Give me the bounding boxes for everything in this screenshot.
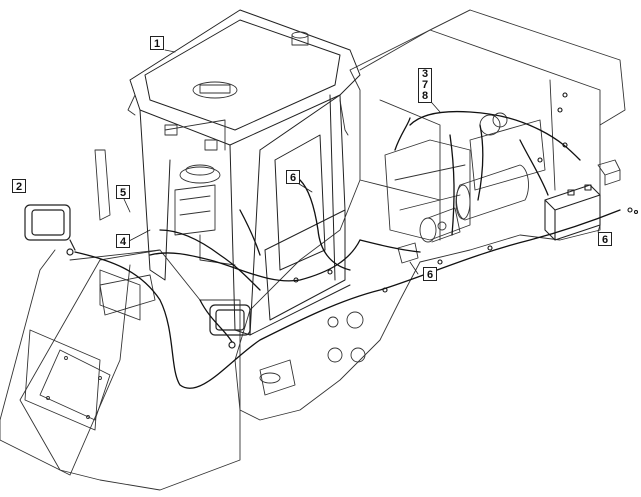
callout-2: 2 (12, 179, 27, 193)
callout-7: 7 (421, 79, 429, 91)
steps (94, 149, 296, 396)
front-frame (0, 249, 241, 491)
engine-hood (234, 9, 626, 421)
callout-5: 5 (116, 185, 131, 199)
callout-6-cab: 6 (286, 170, 301, 184)
cab-interior (164, 81, 238, 266)
frame-panel (39, 349, 111, 421)
callout-1: 1 (150, 36, 165, 50)
callout-3: 3 (421, 68, 429, 80)
callout-stack-3-7-8: 3 7 8 (418, 68, 432, 103)
hood-vents (327, 311, 366, 363)
relay-box (597, 159, 621, 186)
lower-work-light (209, 304, 251, 349)
callout-8: 8 (421, 90, 429, 102)
beacon-light (291, 31, 309, 46)
callout-6-battery: 6 (598, 232, 613, 246)
engine-block (384, 139, 471, 241)
wiring-harness (74, 110, 621, 389)
wire-clips (293, 92, 639, 293)
front-work-light (24, 204, 76, 256)
mirror (127, 94, 349, 136)
starter-motor (419, 207, 461, 243)
air-tank (455, 112, 546, 221)
callout-4: 4 (116, 234, 131, 248)
junction-box (397, 242, 419, 264)
cab (129, 9, 361, 336)
callout-6-harness: 6 (423, 267, 438, 281)
